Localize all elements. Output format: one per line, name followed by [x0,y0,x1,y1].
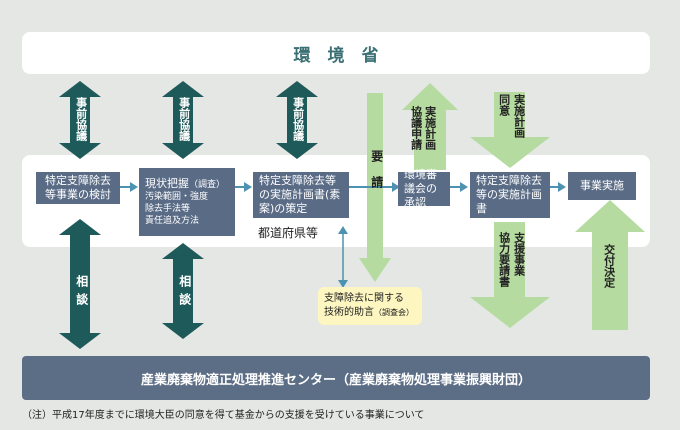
box-project-execution: 事業実施 [568,172,636,200]
survey-item-3: 責任追及方法 [145,216,200,226]
box-project-execution-text: 事業実施 [580,179,624,192]
prior-consult-arrow-2 [162,81,204,159]
plan-agree-arrow [470,92,550,168]
flow-arrow-2 [244,182,252,192]
box-implementation-plan: 特定支障除去等の実施計画書 [470,172,550,218]
box-project-review-text: 特定支障除去等事業の検討 [45,174,111,201]
ministry-label: 環 境 省 [293,45,379,66]
grant-arrow [575,200,645,330]
grant-label: 交付決定 [602,244,616,288]
prior-consult-label-2: 事前協議 [177,97,191,141]
advice-link-head-down [338,280,348,288]
support-request-label-2: 協力要請書 [497,232,511,287]
advice-box: 支障除去に関する 技術的助言（調査会） [318,287,422,325]
prior-consult-label-1: 事前協議 [74,97,88,141]
plan-apply-arrow [402,83,458,170]
prior-consult-label-3: 事前協議 [291,97,305,141]
flow-arrow-3b [392,182,400,192]
ministry-banner: 環 境 省 [22,32,650,74]
flow-arrow-3 [460,182,468,192]
survey-item-1: 汚染範囲・強度 [145,192,209,202]
consult-label-1: 相談 [74,275,89,311]
advice-line-1: 支障除去に関する [324,293,404,304]
flow-arrow-4 [558,182,566,192]
consult-arrow-2 [162,243,204,339]
box-situation-survey-title-main: 現状把握 [145,177,189,190]
request-label: 要請 [369,150,384,202]
box-draft-plan: 特定支障除去等の実施計画書(素案)の策定 [253,172,349,218]
prior-consult-arrow-1 [59,81,101,159]
plan-agree-label-2: 同意 [497,94,511,116]
prefecture-label: 都道府県等 [258,226,319,240]
consult-label-2: 相談 [177,275,192,311]
advice-link-head-up [338,226,348,234]
center-banner: 産業廃棄物適正処理推進センター（産業廃棄物処理事業振興財団） [22,356,650,400]
footnote: （注）平成17年度までに環境大臣の同意を得て基金からの支援を受けている事業につい… [22,410,425,421]
flow-arrow-1 [130,182,138,192]
advice-line-2-paren: （調査会） [374,308,414,317]
box-situation-survey-title: 現状把握（調査） [145,177,225,191]
advice-line-2: 技術的助言（調査会） [324,306,416,320]
plan-agree-label-1: 実施計画 [512,94,526,138]
box-draft-plan-text: 特定支障除去等の実施計画書(素案)の策定 [259,174,341,215]
plan-apply-label-2: 協議申請 [409,106,423,150]
advice-line-2-main: 技術的助言 [324,307,374,318]
plan-apply-label-1: 実施計画 [423,106,437,150]
box-situation-survey-title-paren: （調査） [189,180,226,190]
center-banner-label: 産業廃棄物適正処理推進センター（産業廃棄物処理事業振興財団） [140,372,531,388]
box-council-approval-text: 環境審議会の承認 [404,168,437,209]
support-request-label-1: 支援事業 [512,232,526,276]
support-request-arrow [470,222,550,328]
consult-arrow-1 [59,219,101,349]
box-situation-survey: 現状把握（調査） 汚染範囲・強度 除去手法等 責任追及方法 [139,168,235,236]
box-project-review: 特定支障除去等事業の検討 [36,172,120,204]
survey-item-2: 除去手法等 [145,204,191,214]
prior-consult-arrow-3 [276,81,318,159]
box-implementation-plan-text: 特定支障除去等の実施計画書 [476,174,542,215]
box-council-approval: 環境審議会の承認 [398,168,450,209]
